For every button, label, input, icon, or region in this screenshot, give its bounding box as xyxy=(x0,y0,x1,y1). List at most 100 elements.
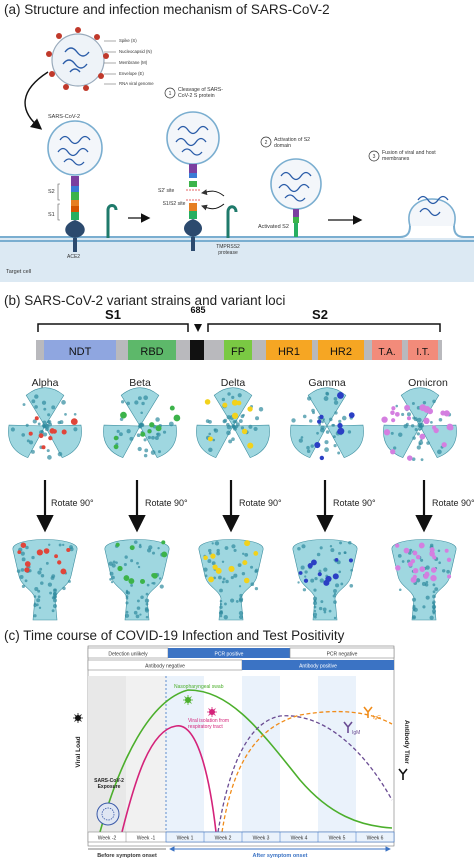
pink-virus-icon xyxy=(207,707,217,717)
residue-dot xyxy=(137,446,142,452)
residue-dot xyxy=(219,588,223,593)
residue-dot xyxy=(33,614,37,618)
virus-3 xyxy=(270,158,322,237)
residue-dot xyxy=(442,569,446,573)
mutation-site xyxy=(161,540,166,545)
residue-dot xyxy=(223,615,228,620)
residue-dot xyxy=(123,562,127,567)
variant-delta: Delta Rotate 90° xyxy=(196,377,282,621)
residue-dot xyxy=(51,405,56,410)
mutation-site xyxy=(446,423,454,431)
mutation-site xyxy=(419,544,424,549)
mutation-site xyxy=(383,429,391,436)
step-3-text-box: Fusion of viral and host membranes xyxy=(382,150,436,162)
omicron-top-view xyxy=(381,387,457,462)
mutation-site xyxy=(303,578,309,583)
residue-dot xyxy=(40,574,45,578)
residue-dot xyxy=(254,568,259,573)
mutation-site xyxy=(311,559,317,566)
mutation-site xyxy=(443,410,450,417)
mutation-site xyxy=(149,422,155,428)
mutation-site xyxy=(332,573,339,580)
residue-dot xyxy=(310,444,314,448)
residue-dot xyxy=(49,591,53,595)
residue-dot xyxy=(432,605,436,610)
residue-dot xyxy=(224,602,227,606)
residue-dot xyxy=(397,554,402,558)
residue-dot xyxy=(226,430,231,436)
residue-dot xyxy=(152,581,156,585)
domain-ndt-label: NDT xyxy=(69,346,92,358)
band-week-minus1 xyxy=(126,676,166,832)
exposure-virus-icon xyxy=(96,802,120,826)
week-minus2: Week -2 xyxy=(98,836,117,842)
mutation-site xyxy=(391,406,396,411)
panel-a-title: (a) Structure and infection mechanism of… xyxy=(4,2,330,17)
residue-dot xyxy=(339,541,343,545)
spike-lobe xyxy=(213,387,253,427)
mutation-site xyxy=(423,417,430,424)
residue-dot xyxy=(446,569,450,574)
mutation-site xyxy=(432,555,437,560)
legend-rna: RNA viral genome xyxy=(119,81,154,86)
residue-dot xyxy=(258,407,264,412)
residue-dot xyxy=(390,431,394,435)
mutation-site xyxy=(412,567,419,574)
tmprss2-label-box: TMPRSS2 protease xyxy=(216,244,240,256)
residue-dot xyxy=(411,615,417,620)
residue-dot xyxy=(221,560,225,564)
mutation-site xyxy=(395,543,400,548)
residue-dot xyxy=(332,594,336,598)
residue-dot xyxy=(240,426,245,430)
virus-2 xyxy=(166,111,220,251)
residue-dot xyxy=(33,595,37,598)
mutation-site xyxy=(203,555,208,561)
residue-dot xyxy=(47,413,51,417)
mutation-site xyxy=(43,548,50,554)
residue-dot xyxy=(133,610,138,615)
mutation-site xyxy=(429,551,435,557)
residue-dot xyxy=(412,416,416,420)
residue-dot xyxy=(432,399,436,404)
residue-dot xyxy=(31,555,35,560)
residue-dot xyxy=(322,418,325,421)
residue-dot xyxy=(313,609,317,613)
residue-dot xyxy=(118,432,123,437)
residue-dot xyxy=(51,574,56,578)
residue-dot xyxy=(126,401,131,406)
residue-dot xyxy=(406,412,411,417)
residue-dot xyxy=(314,577,318,581)
mutation-site xyxy=(113,444,119,450)
mutation-site xyxy=(406,416,412,421)
residue-dot xyxy=(312,612,318,617)
residue-dot xyxy=(133,540,138,544)
domain-ta xyxy=(372,340,402,360)
residue-dot xyxy=(219,602,223,606)
residue-dot xyxy=(125,601,129,605)
residue-dot xyxy=(38,606,42,610)
mutation-site xyxy=(242,560,248,566)
status-antibody-positive-text: Antibody positive xyxy=(299,664,337,670)
residue-dot xyxy=(238,610,244,616)
residue-dot xyxy=(137,565,141,569)
step-3-number: 3 xyxy=(373,154,376,160)
residue-dot xyxy=(425,580,429,584)
omicron-rotate-label: Rotate 90° xyxy=(432,498,474,508)
residue-dot xyxy=(232,425,237,430)
gamma-top-view xyxy=(290,387,364,461)
legend-membrane: Membrane (M) xyxy=(119,60,148,65)
mutation-site xyxy=(337,391,344,399)
residue-dot xyxy=(69,545,73,549)
residue-dot xyxy=(425,595,430,600)
gamma-rotate-label: Rotate 90° xyxy=(333,498,376,508)
week-axis: Week -2 Week -1 Week 1 Week 2 Week 3 Wee… xyxy=(87,831,395,843)
cell-cytoplasm xyxy=(0,238,474,282)
s1-label: S1 xyxy=(48,212,55,218)
mutation-site xyxy=(404,404,411,411)
tmprss2-label: TMPRSS2 protease xyxy=(216,244,240,256)
residue-dot xyxy=(233,548,237,552)
virus-label: SARS-CoV-2 xyxy=(48,114,80,120)
residue-dot xyxy=(111,575,115,580)
residue-dot xyxy=(130,559,134,563)
residue-dot xyxy=(230,598,235,603)
